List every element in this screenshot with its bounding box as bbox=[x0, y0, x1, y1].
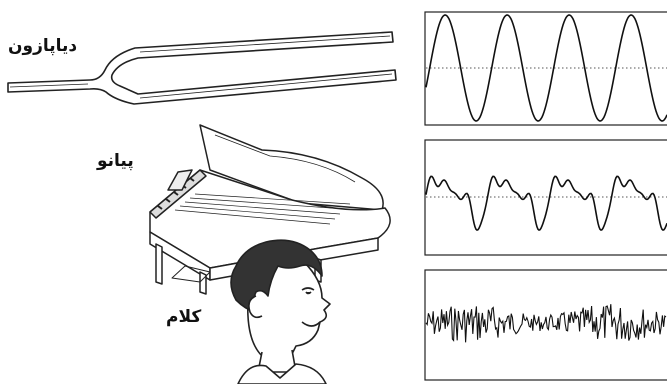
speaking-boy-illustration bbox=[231, 240, 330, 384]
tuning-fork-illustration bbox=[8, 32, 396, 104]
speech-waveform-panel bbox=[425, 270, 667, 380]
tuning-fork-waveform-panel bbox=[425, 12, 667, 125]
piano-waveform-panel bbox=[425, 140, 667, 255]
